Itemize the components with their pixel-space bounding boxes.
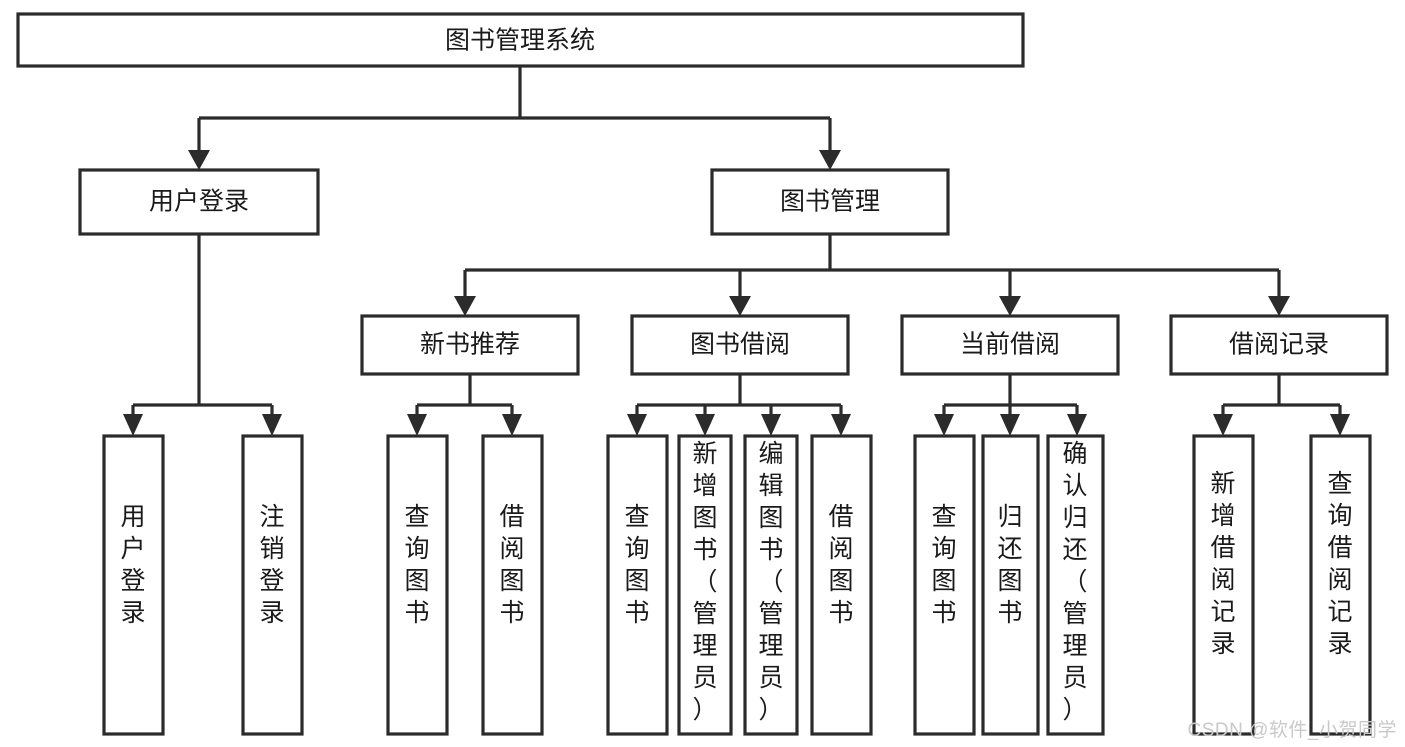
leaf-label: 编辑图书（管理员）	[758, 440, 783, 724]
leaf-box[interactable]	[1192, 434, 1255, 736]
current-borrow-box[interactable]	[900, 314, 1120, 376]
user-login-box[interactable]	[78, 168, 320, 236]
leaf-label: 确认归还（管理员）	[1062, 440, 1087, 724]
arrowhead-book-manage	[819, 150, 841, 170]
new-book-recommend-label: 新书推荐	[420, 331, 520, 359]
book-borrow-label: 图书借阅	[690, 331, 790, 359]
leaf-book-borrow-3[interactable]: 编辑图书（管理员）	[743, 434, 799, 736]
leaf-box[interactable]	[743, 434, 799, 736]
arrowhead-currentborrow	[999, 296, 1021, 316]
leaf-label: 新增借阅记录	[1210, 470, 1235, 658]
leaf-box[interactable]	[481, 434, 544, 736]
leaf-box[interactable]	[241, 434, 304, 736]
leaf-box[interactable]	[1309, 434, 1372, 736]
leaf-box[interactable]	[606, 434, 669, 736]
leaf-borrow-record-2[interactable]: 查询借阅记录	[1309, 434, 1372, 736]
leaf-box[interactable]	[810, 434, 873, 736]
leaf-current-borrow-2[interactable]: 归还图书	[981, 434, 1040, 736]
current-borrow-label: 当前借阅	[960, 331, 1060, 359]
leaf-current-borrow-1[interactable]: 查询图书	[913, 434, 976, 736]
leaf-label: 用户登录	[120, 503, 145, 627]
leaf-label: 查询图书	[931, 503, 956, 627]
leaf-label: 新增图书（管理员）	[692, 440, 717, 724]
arrowhead-leaf-userlogin-2	[262, 414, 282, 436]
leaf-box[interactable]	[102, 434, 165, 736]
node-borrow-record[interactable]: 借阅记录	[1169, 314, 1389, 376]
arrowhead-leaf-bookborrow-1	[627, 414, 647, 436]
root-box[interactable]	[16, 12, 1025, 68]
leaf-borrow-record-1[interactable]: 新增借阅记录	[1192, 434, 1255, 736]
arrowhead-bookborrow	[729, 296, 751, 316]
arrowhead-leaf-newbook-2	[502, 414, 522, 436]
arrowhead-leaf-borrowrecord-2	[1330, 414, 1350, 436]
borrow-record-label: 借阅记录	[1229, 331, 1329, 359]
arrowhead-leaf-bookborrow-4	[831, 414, 851, 436]
node-user-login[interactable]: 用户登录	[78, 168, 320, 236]
book-borrow-box[interactable]	[630, 314, 850, 376]
leaf-label: 借阅图书	[499, 503, 524, 627]
arrowhead-leaf-currentborrow-2	[1000, 414, 1020, 436]
node-current-borrow[interactable]: 当前借阅	[900, 314, 1120, 376]
leaf-book-borrow-1[interactable]: 查询图书	[606, 434, 669, 736]
leaf-book-borrow-4[interactable]: 借阅图书	[810, 434, 873, 736]
book-manage-box[interactable]	[710, 168, 950, 236]
node-new-book-recommend[interactable]: 新书推荐	[360, 314, 580, 376]
leaf-book-borrow-2[interactable]: 新增图书（管理员）	[677, 434, 733, 736]
leaf-box[interactable]	[386, 434, 449, 736]
arrowhead-leaf-bookborrow-3	[761, 414, 781, 436]
leaf-new-book-2[interactable]: 借阅图书	[481, 434, 544, 736]
borrow-record-box[interactable]	[1169, 314, 1389, 376]
leaf-user-login-1[interactable]: 用户登录	[102, 434, 165, 736]
node-book-manage[interactable]: 图书管理	[710, 168, 950, 236]
leaf-label: 注销登录	[259, 503, 284, 627]
arrowhead-leaf-borrowrecord-1	[1213, 414, 1233, 436]
leaf-label: 查询图书	[404, 503, 429, 627]
leaf-label: 借阅图书	[828, 503, 853, 627]
arrowhead-leaf-bookborrow-2	[695, 414, 715, 436]
arrowhead-layer	[123, 150, 1350, 436]
new-book-recommend-box[interactable]	[360, 314, 580, 376]
node-root[interactable]: 图书管理系统	[16, 12, 1025, 68]
user-login-label: 用户登录	[149, 188, 249, 216]
arrowhead-leaf-newbook-1	[407, 414, 427, 436]
arrowhead-newbook	[454, 296, 476, 316]
arrowhead-borrowrecord	[1268, 296, 1290, 316]
arrowhead-user-login	[188, 150, 210, 170]
leaf-label: 归还图书	[997, 503, 1022, 627]
leaf-current-borrow-3[interactable]: 确认归还（管理员）	[1046, 434, 1105, 736]
leaf-box[interactable]	[677, 434, 733, 736]
arrowhead-leaf-userlogin-1	[123, 414, 143, 436]
leaf-user-login-2[interactable]: 注销登录	[241, 434, 304, 736]
leaf-box[interactable]	[981, 434, 1040, 736]
leaf-label: 查询借阅记录	[1327, 470, 1352, 658]
leaf-box[interactable]	[1046, 434, 1105, 736]
arrowhead-leaf-currentborrow-1	[934, 414, 954, 436]
book-manage-label: 图书管理	[780, 188, 880, 216]
arrowhead-leaf-currentborrow-3	[1067, 414, 1087, 436]
leaf-new-book-1[interactable]: 查询图书	[386, 434, 449, 736]
csdn-watermark: CSDN @软件_小贺同学	[1187, 720, 1397, 741]
leaf-box[interactable]	[913, 434, 976, 736]
node-book-borrow[interactable]: 图书借阅	[630, 314, 850, 376]
root-label: 图书管理系统	[445, 27, 595, 55]
leaf-label: 查询图书	[624, 503, 649, 627]
